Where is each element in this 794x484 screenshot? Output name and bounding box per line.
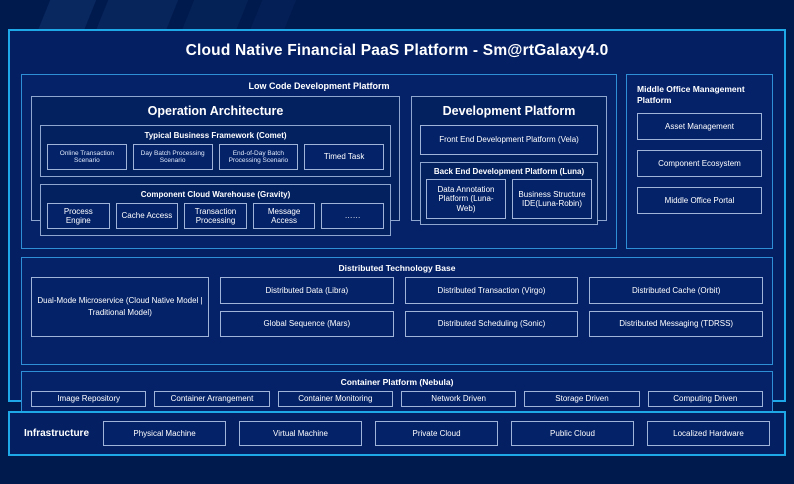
back-end-item[interactable]: Data Annotation Platform (Luna-Web): [426, 179, 506, 219]
back-end-item[interactable]: Business Structure IDE(Luna-Robin): [512, 179, 592, 219]
typical-business-framework-title: Typical Business Framework (Comet): [144, 131, 287, 140]
infrastructure-item[interactable]: Localized Hardware: [647, 421, 771, 446]
development-platform-title: Development Platform: [442, 104, 576, 118]
component-item[interactable]: Message Access: [252, 203, 316, 229]
infrastructure-panel: Infrastructure Physical Machine Virtual …: [8, 411, 786, 456]
business-scenario-item[interactable]: End-of-Day Batch Processing Scenario: [218, 144, 299, 170]
top-row: Low Code Development Platform Operation …: [21, 74, 773, 249]
business-scenario-item[interactable]: Online Transaction Scenario: [47, 144, 127, 170]
container-item[interactable]: Container Monitoring: [277, 391, 393, 407]
component-item[interactable]: Cache Access: [115, 203, 179, 229]
distributed-item[interactable]: Distributed Messaging (TDRSS): [589, 310, 764, 337]
component-item[interactable]: Process Engine: [47, 203, 110, 229]
distributed-section-title: Distributed Technology Base: [338, 263, 456, 273]
distributed-item[interactable]: Global Sequence (Mars): [220, 310, 394, 337]
middle-office-item[interactable]: Component Ecosystem: [637, 149, 762, 177]
container-item[interactable]: Image Repository: [31, 391, 147, 407]
middle-office-item[interactable]: Middle Office Portal: [637, 186, 762, 214]
distributed-item[interactable]: Distributed Cache (Orbit): [589, 277, 764, 304]
infrastructure-label: Infrastructure: [24, 428, 90, 439]
dual-mode-microservice-box[interactable]: Dual-Mode Microservice (Cloud Native Mod…: [31, 277, 209, 337]
typical-business-framework-group: Typical Business Framework (Comet) Onlin…: [40, 125, 391, 177]
container-item[interactable]: Storage Driven: [524, 391, 640, 407]
operation-architecture-panel: Operation Architecture Typical Business …: [31, 96, 400, 236]
infrastructure-item[interactable]: Private Cloud: [375, 421, 499, 446]
business-scenario-item[interactable]: Day Batch Processing Scenario: [132, 144, 213, 170]
low-code-development-platform-section: Low Code Development Platform Operation …: [21, 74, 617, 249]
component-cloud-warehouse-title: Component Cloud Warehouse (Gravity): [140, 190, 291, 199]
distributed-item[interactable]: Distributed Transaction (Virgo): [404, 277, 579, 304]
middle-office-section-title: Middle Office Management Platform: [637, 84, 745, 106]
infrastructure-item[interactable]: Virtual Machine: [239, 421, 363, 446]
distributed-column: Distributed Cache (Orbit) Distributed Me…: [589, 277, 764, 337]
infrastructure-item[interactable]: Public Cloud: [511, 421, 635, 446]
container-item[interactable]: Container Arrangement: [154, 391, 270, 407]
distributed-technology-base-section: Distributed Technology Base Dual-Mode Mi…: [21, 257, 773, 365]
distributed-column: Distributed Data (Libra) Global Sequence…: [220, 277, 394, 337]
front-end-development-platform-box[interactable]: Front End Development Platform (Vela): [420, 125, 598, 155]
component-item-more[interactable]: ……: [321, 203, 384, 229]
back-end-development-platform-title: Back End Development Platform (Luna): [433, 167, 585, 176]
development-platform-panel: Development Platform Front End Developme…: [411, 96, 607, 225]
middle-office-item[interactable]: Asset Management: [637, 112, 762, 140]
component-item[interactable]: Transaction Processing: [184, 203, 247, 229]
business-scenario-item[interactable]: Timed Task: [304, 144, 384, 170]
middle-office-management-platform-section: Middle Office Management Platform Asset …: [626, 74, 773, 249]
main-platform-panel: Cloud Native Financial PaaS Platform - S…: [8, 29, 786, 423]
distributed-item[interactable]: Distributed Data (Libra): [220, 277, 394, 304]
container-item[interactable]: Computing Driven: [647, 391, 763, 407]
infrastructure-item[interactable]: Physical Machine: [103, 421, 227, 446]
back-end-development-platform-group: Back End Development Platform (Luna) Dat…: [420, 162, 598, 225]
low-code-section-title: Low Code Development Platform: [248, 81, 390, 91]
distributed-column: Distributed Transaction (Virgo) Distribu…: [404, 277, 579, 337]
container-platform-title: Container Platform (Nebula): [340, 377, 454, 387]
container-item[interactable]: Network Driven: [400, 391, 517, 407]
distributed-item[interactable]: Distributed Scheduling (Sonic): [404, 310, 579, 337]
page-title: Cloud Native Financial PaaS Platform - S…: [185, 42, 609, 59]
operation-architecture-title: Operation Architecture: [147, 104, 284, 118]
component-cloud-warehouse-group: Component Cloud Warehouse (Gravity) Proc…: [40, 184, 391, 236]
